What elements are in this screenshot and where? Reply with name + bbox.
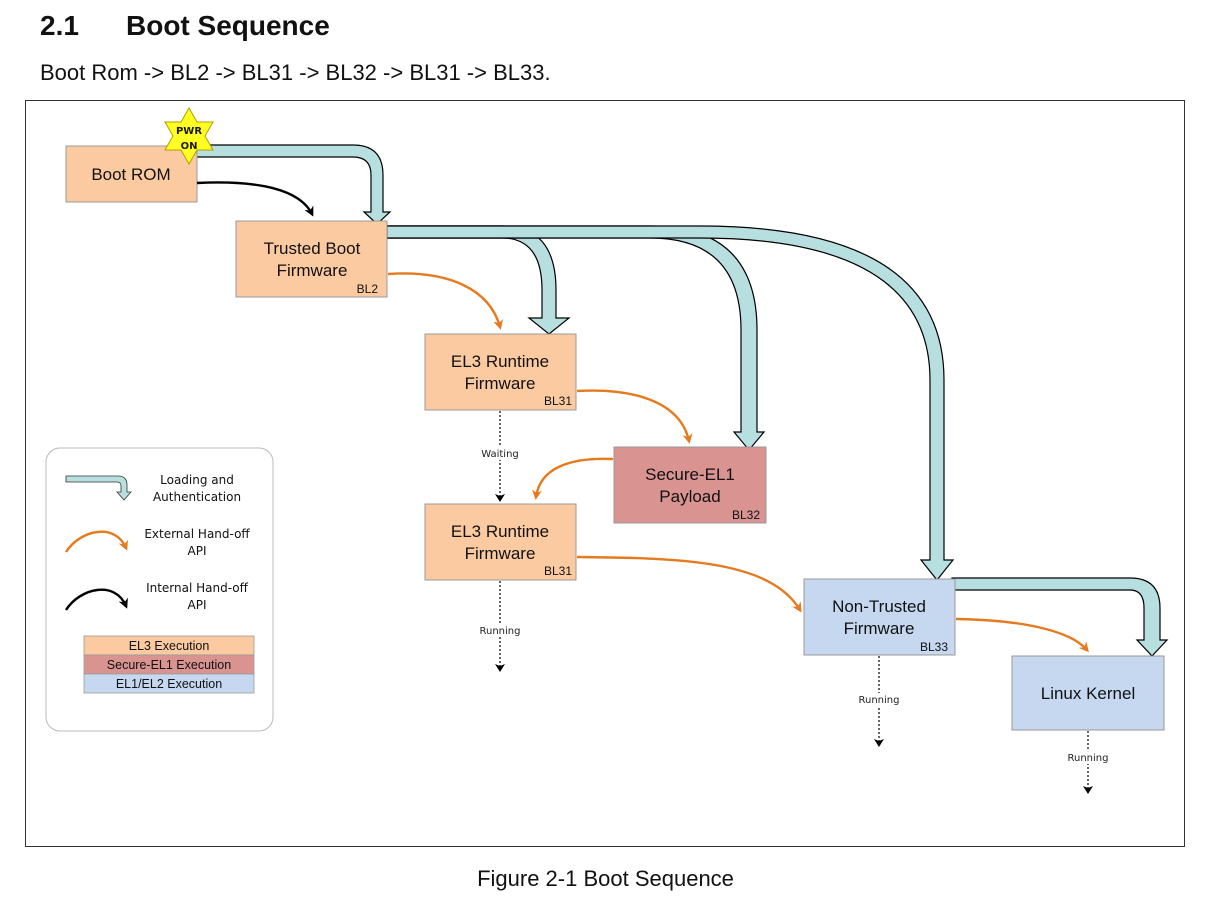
external-handoff-bl31-to-bl32 [576, 389, 693, 444]
section-number: 2.1 [40, 10, 79, 41]
bl31-first-label-line2: Firmware [465, 374, 536, 393]
legend-external-line1: External Hand-off [144, 527, 250, 541]
boot-order-text: Boot Rom -> BL2 -> BL31 -> BL32 -> BL31 … [40, 60, 551, 85]
loading-arrow-bl33-to-linux [951, 577, 1169, 657]
bl31-second-label-line1: EL3 Runtime [451, 522, 549, 541]
figure-caption: Figure 2-1 Boot Sequence [477, 866, 734, 891]
internal-handoff-bootrom-to-bl2 [196, 181, 314, 217]
box-bl32 [613, 446, 767, 524]
legend-internal-line1: Internal Hand-off [146, 581, 249, 595]
bl31-running-label: Running [480, 626, 521, 637]
external-handoff-bl2-to-bl31 [387, 272, 503, 330]
legend-el1-el2-label: EL1/EL2 Execution [116, 677, 222, 691]
bl2-label-line2: Firmware [277, 261, 348, 280]
external-handoff-bl33-to-linux [955, 617, 1089, 653]
section-heading: 2.1 Boot Sequence [40, 10, 330, 42]
box-bl2 [235, 220, 388, 298]
waiting-label: Waiting [481, 449, 519, 460]
bl2-tag: BL2 [357, 282, 379, 296]
loading-arrow-bootrom-to-bl2 [195, 144, 392, 225]
bl32-label-line1: Secure-EL1 [645, 465, 735, 484]
legend-external-line2: API [188, 544, 207, 558]
bl31-first-label-line1: EL3 Runtime [451, 352, 549, 371]
bl31-second-label-line2: Firmware [465, 544, 536, 563]
legend-external-arrow-icon [64, 530, 128, 553]
bl31-second-tag: BL31 [544, 564, 572, 578]
legend-el3-label: EL3 Execution [129, 639, 210, 653]
bl33-label-line1: Non-Trusted [832, 597, 926, 616]
pwr-on-line2: ON [181, 141, 198, 152]
bl32-label-line2: Payload [659, 487, 720, 506]
loading-arrow-bl2-to-bl31 [386, 225, 571, 335]
bl33-running-label: Running [859, 695, 900, 706]
legend-loading-line1: Loading and [160, 473, 234, 487]
legend-loading-line2: Authentication [153, 490, 241, 504]
pwr-on-star-icon [164, 106, 214, 166]
legend-internal-arrow-icon [64, 588, 128, 611]
bl31-first-tag: BL31 [544, 394, 572, 408]
boot-rom-label: Boot ROM [91, 165, 170, 184]
box-linux-kernel [1011, 655, 1165, 731]
external-handoff-bl31-to-bl33 [576, 555, 802, 613]
linux-running-label: Running [1068, 753, 1109, 764]
bl2-label-line1: Trusted Boot [264, 239, 361, 258]
external-handoff-bl32-to-bl31 [532, 457, 614, 500]
legend-internal-line2: API [188, 598, 207, 612]
legend-loading-arrow-icon [65, 475, 132, 501]
box-bl31-second [424, 503, 577, 581]
box-bl33 [803, 578, 956, 656]
box-boot-rom [65, 145, 198, 203]
figure-frame [25, 100, 1185, 847]
box-bl31-first [424, 333, 577, 411]
bl33-tag: BL33 [920, 640, 948, 654]
bl32-tag: BL32 [732, 508, 760, 522]
legend-el1-el2-swatch [83, 673, 255, 694]
bl33-label-line2: Firmware [844, 619, 915, 638]
linux-kernel-label: Linux Kernel [1041, 684, 1136, 703]
pwr-on-line1: PWR [176, 126, 202, 137]
legend-secure-el1-label: Secure-EL1 Execution [107, 658, 231, 672]
section-title: Boot Sequence [126, 10, 330, 41]
